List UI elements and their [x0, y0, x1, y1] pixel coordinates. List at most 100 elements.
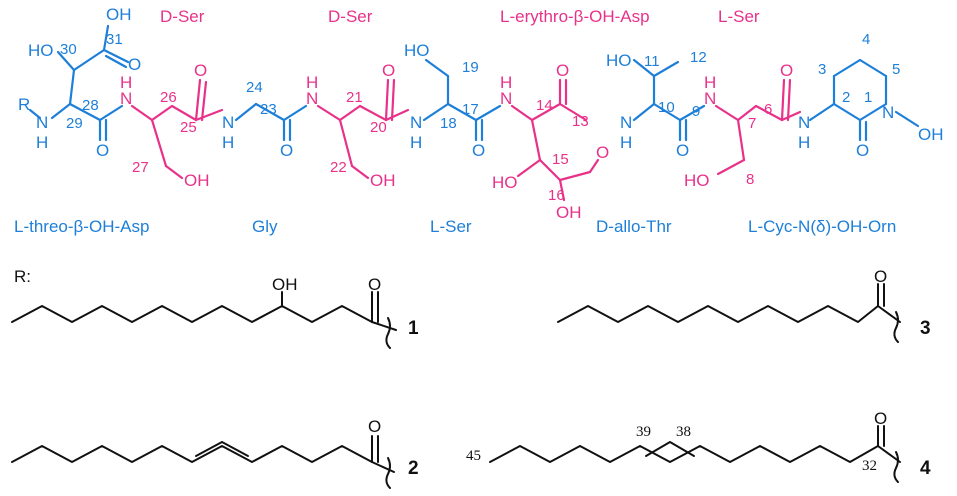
bonds-blue: [28, 24, 920, 142]
atom-h-29: H: [36, 133, 48, 152]
atom-h-21: H: [306, 73, 318, 92]
locant-6: 6: [764, 101, 772, 118]
atom-h-10: H: [620, 133, 632, 152]
locant-30: 30: [60, 41, 77, 58]
atom-h-7: H: [704, 73, 716, 92]
locant-32: 32: [862, 458, 877, 474]
atom-oh-22: OH: [370, 171, 396, 190]
atom-h-26: H: [120, 73, 132, 92]
chain-1-oh: OH: [272, 275, 298, 294]
locant-20: 20: [370, 119, 387, 136]
r-chain-1: OH O 1: [11, 275, 419, 349]
atom-ho-30: HO: [28, 41, 54, 60]
atom-r: R: [18, 95, 30, 114]
locant-21: 21: [346, 89, 363, 106]
residue-label-l-cyc-orn: L-Cyc-N(δ)-OH-Orn: [748, 217, 896, 236]
chain-1-o: O: [368, 275, 381, 294]
locant-13: 13: [572, 113, 589, 130]
locant-23: 23: [260, 101, 277, 118]
residue-label-l-ser-2: L-Ser: [718, 7, 760, 26]
residue-label-d-allo-thr: D-allo-Thr: [596, 217, 672, 236]
residue-label-d-ser-1: D-Ser: [160, 7, 205, 26]
atom-ho-11: HO: [606, 51, 632, 70]
atom-h-14: H: [500, 73, 512, 92]
locant-19: 19: [462, 59, 479, 76]
locant-22: 22: [330, 159, 347, 176]
locant-numbers: 30 31 29 28 26 25 27 24 23 21 20 22 19 1…: [60, 31, 900, 204]
atom-h-orn-amide: H: [798, 133, 810, 152]
chain-4-o: O: [874, 409, 887, 428]
atom-oh-31: OH: [106, 5, 132, 24]
locant-8: 8: [746, 171, 754, 188]
atom-n-7: N: [704, 89, 716, 108]
locant-26: 26: [160, 89, 177, 106]
locant-4: 4: [862, 31, 870, 48]
locant-24: 24: [246, 79, 263, 96]
atom-h-18: H: [410, 133, 422, 152]
atom-ho-19: HO: [404, 41, 430, 60]
atom-o-17: O: [472, 141, 485, 160]
locant-14: 14: [536, 97, 553, 114]
locant-39: 39: [636, 424, 651, 440]
atom-o-25: O: [194, 61, 207, 80]
locant-25: 25: [180, 119, 197, 136]
atom-oh-ring: OH: [918, 125, 944, 144]
locant-27: 27: [132, 159, 149, 176]
compound-label-1: 1: [408, 318, 419, 339]
atom-n-10: N: [620, 113, 632, 132]
locant-16: 16: [548, 187, 565, 204]
locant-15: 15: [552, 151, 569, 168]
bonds-pink: [130, 78, 802, 202]
locant-45: 45: [466, 448, 481, 464]
locant-2: 2: [842, 89, 850, 106]
locant-38: 38: [676, 424, 691, 440]
r-chain-4: O 45 39 38 32 4: [466, 409, 931, 483]
atom-o-23: O: [280, 141, 293, 160]
atom-n-gly: N: [222, 113, 234, 132]
locant-12: 12: [690, 49, 707, 66]
atom-h-gly: H: [222, 133, 234, 152]
compound-label-3: 3: [920, 318, 931, 339]
chain-3-o: O: [874, 267, 887, 286]
residue-label-l-erythro-oh-asp: L-erythro-β-OH-Asp: [500, 7, 650, 26]
locant-28: 28: [82, 97, 99, 114]
atom-n-26: N: [120, 89, 132, 108]
atom-n-orn-amide: N: [798, 113, 810, 132]
residue-label-d-ser-2: D-Ser: [328, 7, 373, 26]
locant-9: 9: [692, 103, 700, 120]
atom-n-21: N: [306, 89, 318, 108]
atom-n-ring: N: [882, 103, 894, 122]
compound-label-4: 4: [920, 458, 931, 479]
chain-2-o: O: [368, 417, 381, 436]
locant-7: 7: [748, 115, 756, 132]
atom-n-14: N: [500, 89, 512, 108]
locant-29: 29: [66, 115, 83, 132]
r-chain-3: O 3: [557, 267, 931, 343]
atom-labels: OH HO O R N H O N H O OH N H O N H O OH …: [18, 5, 944, 222]
locant-31: 31: [106, 31, 123, 48]
locant-17: 17: [462, 101, 479, 118]
locant-18: 18: [440, 115, 457, 132]
atom-o-28: O: [96, 141, 109, 160]
atom-o-20: O: [382, 61, 395, 80]
locant-11: 11: [644, 53, 660, 70]
locant-1: 1: [864, 89, 872, 106]
residue-label-l-ser-1: L-Ser: [430, 217, 472, 236]
compound-label-2: 2: [408, 458, 419, 479]
atom-o-ring: O: [856, 141, 869, 160]
atom-o-9: O: [676, 141, 689, 160]
atom-n-29: N: [36, 113, 48, 132]
atom-n-18: N: [410, 113, 422, 132]
locant-3: 3: [818, 61, 826, 78]
locant-10: 10: [658, 99, 675, 116]
atom-oh-27: OH: [184, 171, 210, 190]
atom-o-16: O: [596, 143, 609, 162]
locant-5: 5: [892, 61, 900, 78]
atom-oh-16: OH: [556, 203, 582, 222]
atom-ho-15: HO: [492, 173, 518, 192]
atom-o-13: O: [556, 61, 569, 80]
atom-o-31: O: [128, 55, 141, 74]
atom-o-6: O: [780, 61, 793, 80]
atom-ho-8: HO: [684, 171, 710, 190]
